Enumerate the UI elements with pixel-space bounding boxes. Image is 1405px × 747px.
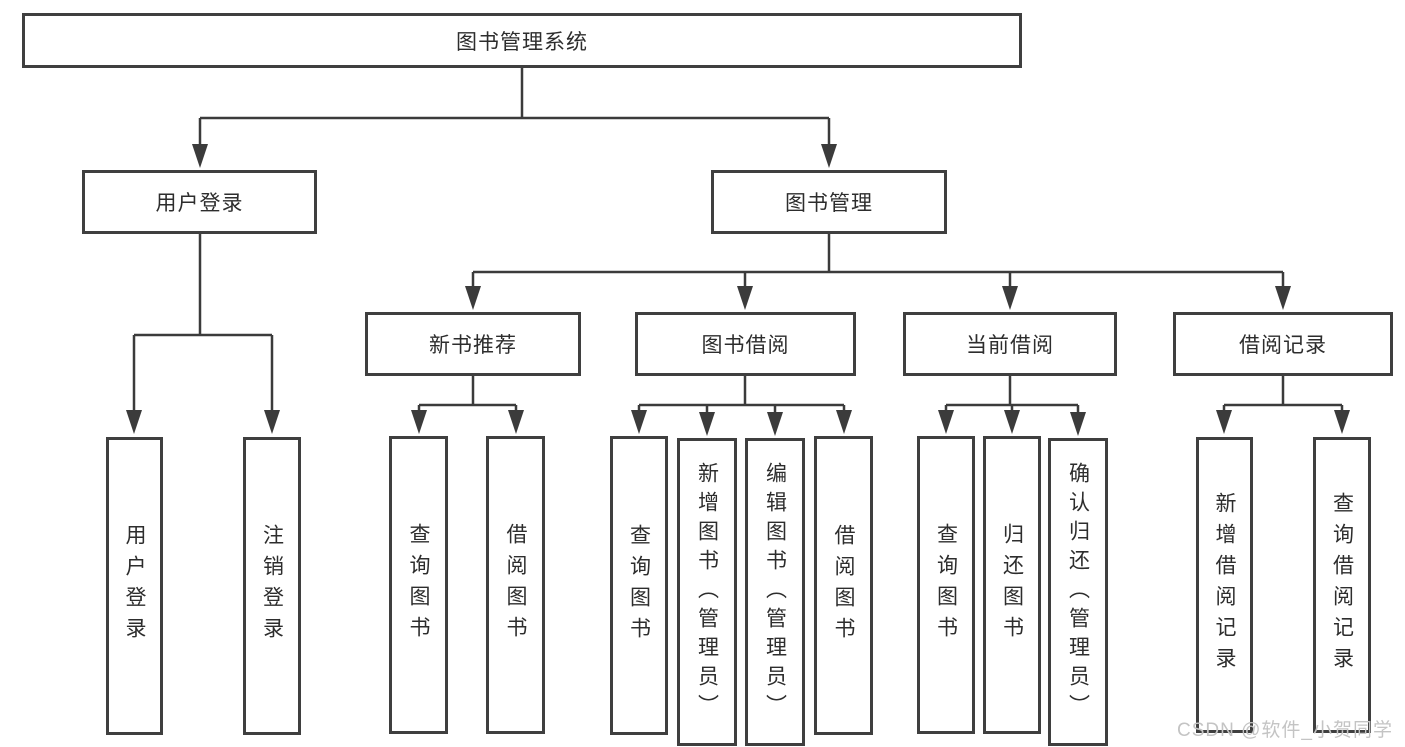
node-user-login-label: 用户登录 [155, 192, 244, 215]
node-new-book-recommend: 新书推荐 [365, 312, 581, 376]
leaf-edit-books-admin: 编辑图书（管理员） [745, 438, 805, 746]
leaf-user-login: 用户登录 [106, 437, 163, 735]
leaf-query-books-current-label: 查询图书 [934, 523, 958, 647]
leaf-logout-label: 注销登录 [260, 524, 284, 648]
arrowhead-icon [1275, 286, 1291, 310]
arrowhead-icon [1070, 412, 1086, 436]
connector-borrowing-records-children [1216, 376, 1350, 434]
arrowhead-icon [699, 412, 715, 436]
arrowhead-icon [411, 410, 427, 434]
leaf-query-books-current: 查询图书 [917, 436, 975, 734]
connector-user-login-children [126, 234, 280, 434]
arrowhead-icon [938, 410, 954, 434]
arrowhead-icon [821, 144, 837, 168]
arrowhead-icon [126, 410, 142, 434]
node-root-label: 图书管理系统 [456, 30, 588, 54]
node-borrowing-records-label: 借阅记录 [1239, 334, 1327, 357]
connector-root-to-level2 [192, 68, 837, 168]
leaf-query-borrow-record-label: 查询借阅记录 [1330, 492, 1354, 678]
arrowhead-icon [1334, 410, 1350, 434]
leaf-query-books-borrowing: 查询图书 [610, 436, 668, 735]
leaf-confirm-return-admin-label: 确认归还（管理员） [1066, 461, 1090, 723]
leaf-logout: 注销登录 [243, 437, 301, 735]
arrowhead-icon [192, 144, 208, 168]
connector-book-management-children [465, 234, 1291, 310]
leaf-borrow-books-recommend-label: 借阅图书 [504, 523, 527, 647]
arrowhead-icon [1216, 410, 1232, 434]
node-current-borrowing: 当前借阅 [903, 312, 1117, 376]
arrowhead-icon [767, 412, 783, 436]
leaf-edit-books-admin-label: 编辑图书（管理员） [763, 461, 787, 723]
leaf-borrow-books-recommend: 借阅图书 [486, 436, 545, 734]
leaf-query-books-recommend: 查询图书 [389, 436, 448, 734]
arrowhead-icon [465, 286, 481, 310]
csdn-watermark: CSDN @软件_小贺同学 [1177, 720, 1393, 741]
node-user-login: 用户登录 [82, 170, 317, 234]
arrowhead-icon [264, 410, 280, 434]
leaf-borrow-books-borrowing-label: 借阅图书 [832, 523, 855, 648]
leaf-return-books-label: 归还图书 [1000, 523, 1024, 647]
leaf-add-books-admin: 新增图书（管理员） [677, 438, 737, 746]
leaf-return-books: 归还图书 [983, 436, 1041, 734]
node-borrowing-records: 借阅记录 [1173, 312, 1393, 376]
connector-new-book-recommend-children [411, 376, 524, 434]
arrowhead-icon [508, 410, 524, 434]
node-new-book-recommend-label: 新书推荐 [429, 334, 517, 357]
arrowhead-icon [1002, 286, 1018, 310]
arrowhead-icon [631, 410, 647, 434]
leaf-query-books-recommend-label: 查询图书 [407, 523, 430, 647]
node-book-management-label: 图书管理 [785, 192, 873, 215]
node-root: 图书管理系统 [22, 13, 1022, 68]
leaf-user-login-label: 用户登录 [123, 524, 146, 648]
leaf-add-borrow-record: 新增借阅记录 [1196, 437, 1253, 733]
node-book-borrowing-label: 图书借阅 [701, 334, 790, 357]
connector-book-borrowing-children [631, 376, 852, 436]
leaf-query-borrow-record: 查询借阅记录 [1313, 437, 1371, 733]
leaf-confirm-return-admin: 确认归还（管理员） [1048, 438, 1108, 746]
leaf-borrow-books-borrowing: 借阅图书 [814, 436, 873, 735]
arrowhead-icon [737, 286, 753, 310]
connector-current-borrowing-children [938, 376, 1086, 436]
leaf-add-borrow-record-label: 新增借阅记录 [1213, 492, 1236, 678]
arrowhead-icon [836, 410, 852, 434]
node-current-borrowing-label: 当前借阅 [966, 334, 1054, 357]
leaf-add-books-admin-label: 新增图书（管理员） [695, 461, 719, 723]
leaf-query-books-borrowing-label: 查询图书 [627, 523, 651, 648]
node-book-management: 图书管理 [711, 170, 947, 234]
arrowhead-icon [1004, 410, 1020, 434]
node-book-borrowing: 图书借阅 [635, 312, 856, 376]
